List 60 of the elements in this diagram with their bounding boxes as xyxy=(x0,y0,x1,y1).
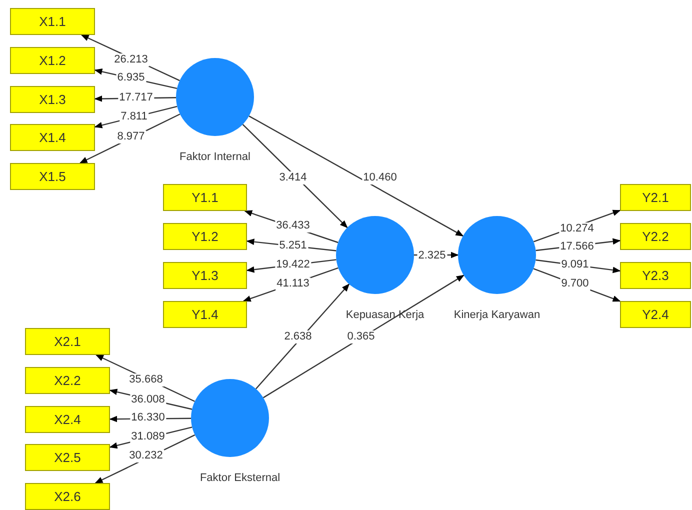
indicator-box xyxy=(10,8,95,35)
indicator-box xyxy=(25,483,110,510)
edge-label: 26.213 xyxy=(113,54,149,66)
indicator-box xyxy=(10,86,95,113)
edge-label: 36.008 xyxy=(130,394,166,406)
variable-name: Kinerja Karyawan xyxy=(454,308,540,323)
variable-name: Faktor Eksternal xyxy=(200,470,280,486)
indicator-box xyxy=(163,184,247,211)
indicator-box xyxy=(163,301,247,328)
indicator-label: X1.1 xyxy=(39,12,66,31)
arrow xyxy=(262,274,464,398)
indicator-label: X2.4 xyxy=(54,410,81,429)
indicator-box xyxy=(10,124,95,151)
indicator-box xyxy=(620,184,691,211)
indicator-box xyxy=(25,444,110,471)
variable-name: Faktor Internal xyxy=(180,150,250,165)
edge-label: 10.460 xyxy=(362,172,398,184)
arrow xyxy=(242,124,348,228)
indicator-label: X1.5 xyxy=(39,168,66,186)
variable-name: Kepuasan Kerja xyxy=(346,308,424,323)
edge-label: 3.414 xyxy=(278,172,308,184)
indicator-box xyxy=(620,223,691,250)
indicator-label: Y1.1 xyxy=(192,188,218,207)
indicator-label: Y2.3 xyxy=(642,266,669,285)
indicator-label: Y2.2 xyxy=(642,228,669,246)
indicator-box xyxy=(620,262,691,289)
indicator-label: Y1.3 xyxy=(192,266,218,285)
edge-label: 7.811 xyxy=(120,110,148,124)
indicator-label: X2.5 xyxy=(54,448,81,467)
edge-label: 2.638 xyxy=(283,330,313,344)
indicator-box xyxy=(163,262,247,289)
indicator-label: X1.3 xyxy=(39,90,66,109)
indicator-box xyxy=(620,301,691,328)
edge-label: 35.668 xyxy=(128,374,164,386)
indicator-label: Y2.1 xyxy=(642,188,669,207)
indicator-label: X2.1 xyxy=(54,332,81,351)
edge-label: 30.232 xyxy=(128,450,164,462)
indicator-label: X2.2 xyxy=(54,372,81,390)
indicator-box xyxy=(25,328,110,355)
arrow xyxy=(255,284,350,390)
edge-label: 36.433 xyxy=(275,220,311,232)
indicator-box xyxy=(25,367,110,394)
indicator-label: Y1.4 xyxy=(192,306,218,324)
indicator-label: Y2.4 xyxy=(642,306,669,324)
edge-label: 9.700 xyxy=(560,278,590,290)
indicator-label: X2.6 xyxy=(54,488,81,506)
indicator-box xyxy=(10,163,95,190)
arrow xyxy=(248,116,464,236)
edge-label: 10.274 xyxy=(559,222,595,236)
edge-label: 0.365 xyxy=(346,330,376,344)
edge-label: 41.113 xyxy=(276,278,310,290)
indicator-label: X1.4 xyxy=(39,128,66,147)
indicator-box xyxy=(25,406,110,433)
indicator-box xyxy=(163,223,247,250)
edge-label: 6.935 xyxy=(116,72,146,84)
indicator-label: X1.2 xyxy=(39,52,66,70)
indicator-box xyxy=(10,47,95,74)
edge-label: 31.089 xyxy=(130,430,166,444)
edge-label: 8.977 xyxy=(116,130,146,144)
indicator-label: Y1.2 xyxy=(192,228,218,246)
